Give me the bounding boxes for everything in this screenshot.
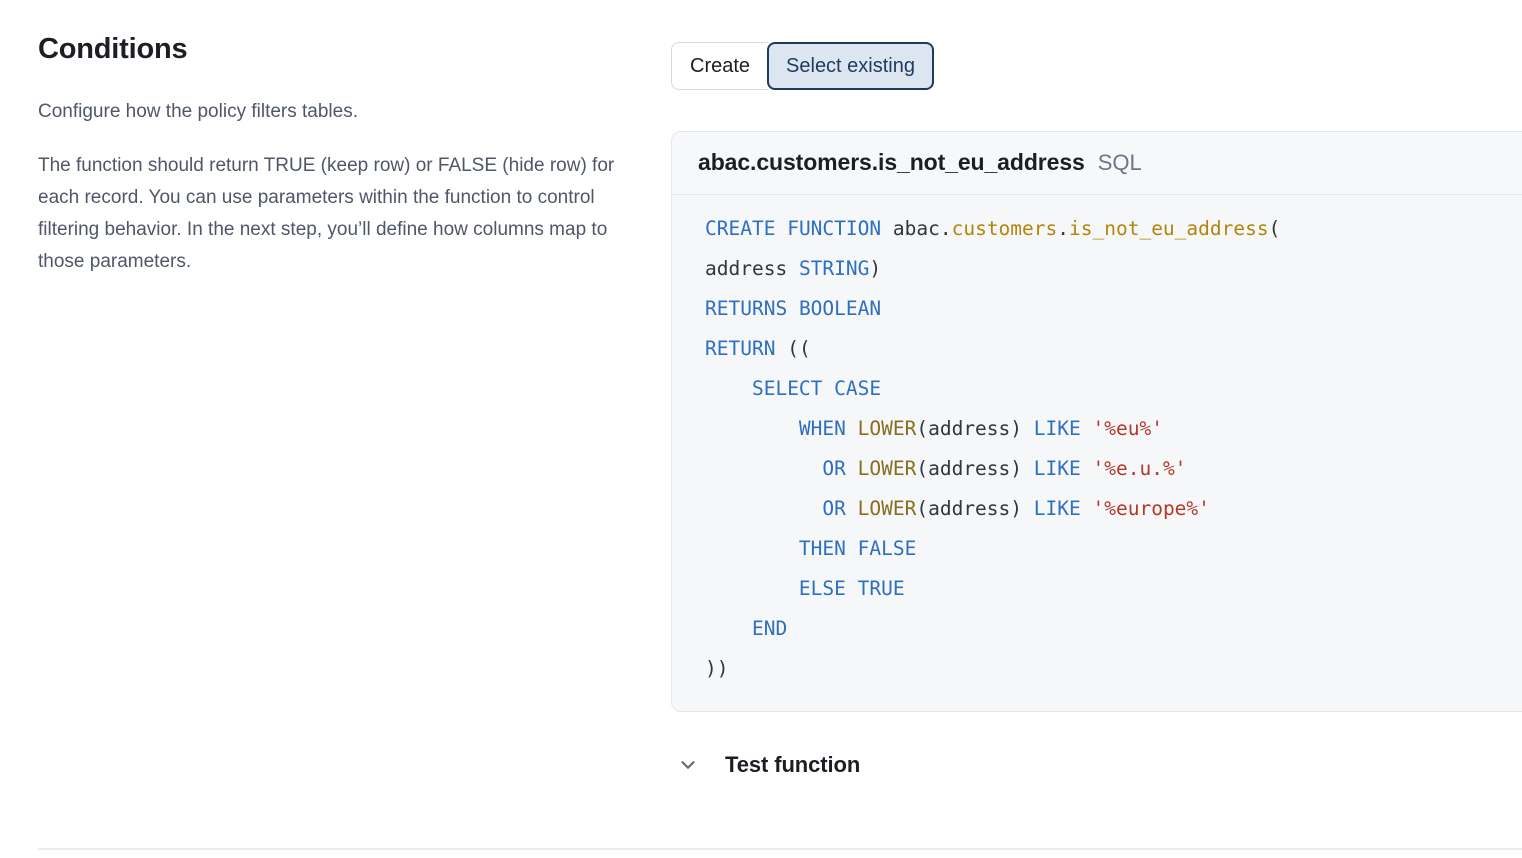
test-function-label: Test function [725, 752, 861, 777]
description-paragraph-1: Configure how the policy filters tables. [38, 100, 358, 122]
test-function-disclosure[interactable]: Test function [677, 752, 860, 778]
sql-code-block: CREATE FUNCTION abac.customers.is_not_eu… [705, 217, 1281, 680]
description-paragraph-2: The function should return TRUE (keep ro… [38, 154, 615, 272]
function-fully-qualified-name: abac.customers.is_not_eu_address [698, 149, 1085, 175]
create-tab-button[interactable]: Create [671, 42, 769, 90]
sql-function-panel: abac.customers.is_not_eu_address SQL CRE… [671, 131, 1522, 712]
chevron-down-icon [677, 754, 699, 776]
sql-function-panel-header: abac.customers.is_not_eu_address SQL [672, 132, 1522, 195]
bottom-divider [38, 848, 1522, 850]
conditions-section: Conditions Configure how the policy filt… [38, 33, 638, 278]
select-existing-tab-button[interactable]: Select existing [767, 42, 934, 90]
function-editor-column: Create Select existing abac.customers.is… [671, 0, 1522, 858]
sql-code-body: CREATE FUNCTION abac.customers.is_not_eu… [672, 195, 1522, 711]
create-or-select-segmented-control[interactable]: Create Select existing [671, 42, 934, 90]
page-title: Conditions [38, 33, 188, 65]
language-badge: SQL [1097, 150, 1142, 175]
